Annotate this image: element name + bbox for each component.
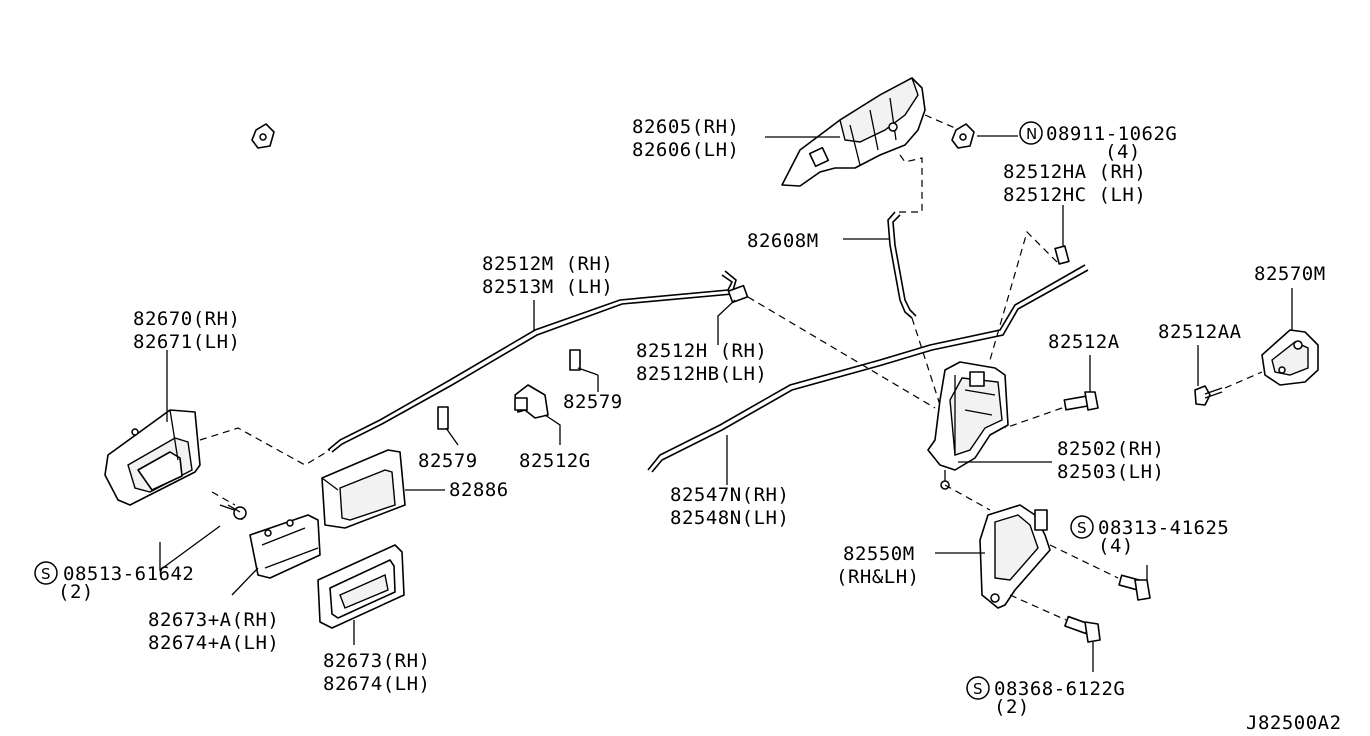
rod-long-right <box>647 264 1089 473</box>
label-clip-82512h-lh: 82512HB(LH) <box>636 363 767 385</box>
label-bezel-82886: 82886 <box>449 479 509 501</box>
screw-bottom <box>1064 615 1101 643</box>
screw-bottom-symbol-circle <box>966 676 990 700</box>
label-nut-part: 08911-1062G <box>1046 123 1177 145</box>
label-rod-upper-rh: 82512M (RH) <box>482 253 613 275</box>
nut-part <box>251 123 275 149</box>
escutcheon-82673 <box>317 544 405 629</box>
outside-door-handle <box>781 77 926 187</box>
label-escutcheon-lh: 82674(LH) <box>323 673 430 695</box>
label-cover-side: (RH&LH) <box>836 566 920 588</box>
label-handle-outer-rh: 82605(RH) <box>632 116 739 138</box>
bolt-82512aa <box>1194 385 1223 406</box>
screw-right-symbol: S <box>1077 519 1087 537</box>
label-lock-actuator-lh: 82503(LH) <box>1057 461 1164 483</box>
screw-left-symbol: S <box>41 565 51 583</box>
clip-82579-upper <box>569 349 581 371</box>
nut-symbol-circle <box>1019 121 1043 145</box>
clip-82579-lower <box>437 406 449 430</box>
label-cover-part: 82550M <box>843 543 915 565</box>
screw-right <box>1118 574 1151 601</box>
label-screw-bottom-qty: (2) <box>994 696 1030 718</box>
screw-bottom-symbol: S <box>973 680 983 698</box>
label-screw-left-qty: (2) <box>58 581 94 603</box>
rod-long-upper <box>327 270 737 453</box>
label-nut-qty: (4) <box>1105 141 1141 163</box>
bolt-82512a <box>1063 391 1099 411</box>
nut-symbol: N <box>1026 125 1037 143</box>
label-screw-right-part: 08313-41625 <box>1098 517 1229 539</box>
label-rod-upper-lh: 82513M (LH) <box>482 276 613 298</box>
label-clip-82512g: 82512G <box>519 450 591 472</box>
label-striker: 82570M <box>1254 263 1326 285</box>
label-screw-right-qty: (4) <box>1098 535 1134 557</box>
screw-left <box>219 504 247 521</box>
screw-left-symbol-circle <box>34 561 58 585</box>
label-rod-lower-lh: 82548N(LH) <box>670 507 789 529</box>
label-clip-82512h-rh: 82512H (RH) <box>636 340 767 362</box>
door-lock-actuator <box>927 361 1009 490</box>
label-rod-clip-top-rh: 82512HA (RH) <box>1003 161 1146 183</box>
label-screw-bottom-part: 08368-6122G <box>994 678 1125 700</box>
label-screw-left-part: 08513-61642 <box>63 563 194 585</box>
label-lock-actuator-rh: 82502(RH) <box>1057 438 1164 460</box>
label-rod-82608m: 82608M <box>747 230 819 252</box>
label-rod-lower-rh: 82547N(RH) <box>670 484 789 506</box>
label-rod-clip-top-lh: 82512HC (LH) <box>1003 184 1146 206</box>
clip-82512g <box>514 384 549 419</box>
inside-door-handle <box>104 409 201 506</box>
label-handle-outer-lh: 82606(LH) <box>632 139 739 161</box>
label-escutcheon-rh: 82673(RH) <box>323 650 430 672</box>
diagram-code: J82500A2 <box>1246 712 1342 734</box>
label-clip-82579-upper: 82579 <box>563 391 623 413</box>
label-bolt-82512a: 82512A <box>1048 331 1120 353</box>
rod-82608m <box>887 211 917 319</box>
rod-clip-82512h <box>727 284 749 304</box>
label-bracket-rh: 82673+A(RH) <box>148 609 279 631</box>
screw-right-symbol-circle <box>1070 515 1094 539</box>
lock-cover <box>979 504 1051 609</box>
label-bolt-82512aa: 82512AA <box>1158 321 1242 343</box>
label-handle-inner-lh: 82671(LH) <box>133 331 240 353</box>
label-clip-82579-lower: 82579 <box>418 450 478 472</box>
label-bracket-lh: 82674+A(LH) <box>148 632 279 654</box>
bracket-82673a <box>249 514 321 579</box>
door-striker <box>1261 329 1319 386</box>
label-handle-inner-rh: 82670(RH) <box>133 308 240 330</box>
rod-clip-top <box>1054 245 1070 265</box>
bezel-82886 <box>321 449 406 529</box>
